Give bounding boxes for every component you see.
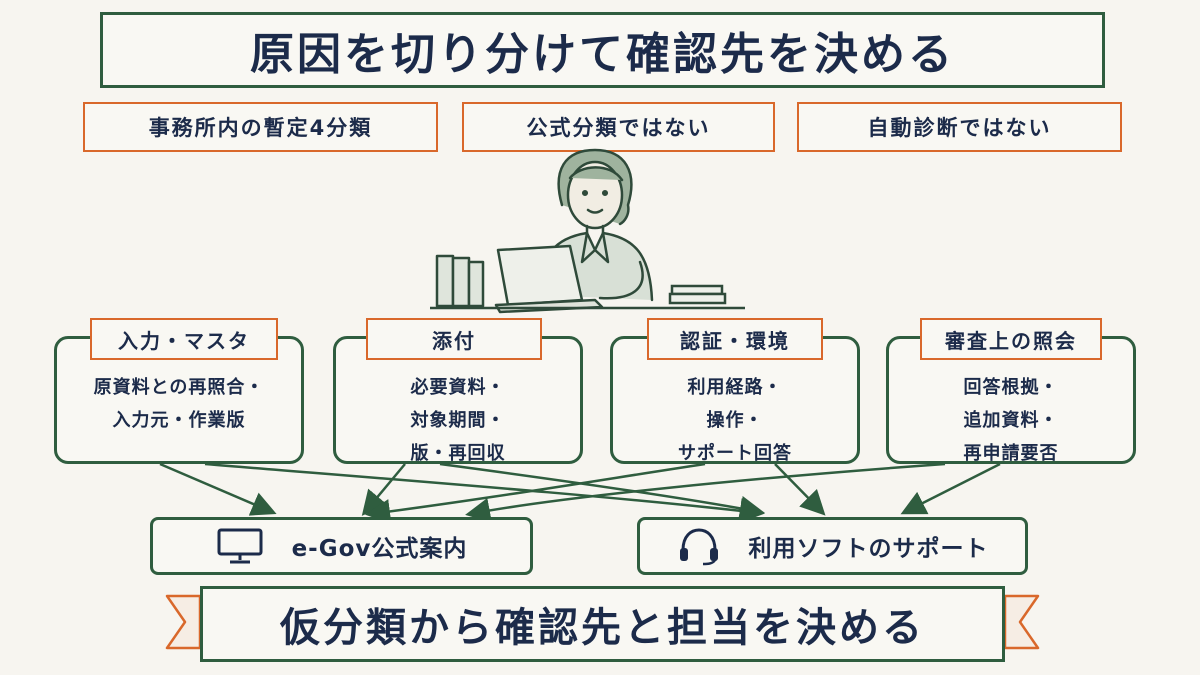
card-line: 版・再回収	[410, 443, 506, 464]
card-line: 利用経路・	[687, 377, 783, 398]
category-tag-attachment: 添付	[366, 318, 542, 360]
page-title: 原因を切り分けて確認先を決める	[100, 12, 1105, 88]
card-line: 追加資料・	[963, 410, 1059, 431]
card-line: 回答根拠・	[963, 377, 1059, 398]
arrow-auth-to-software	[774, 463, 826, 516]
arrow-review-to-software	[900, 462, 1001, 515]
headset-icon	[679, 528, 718, 566]
card-line: 入力元・作業版	[112, 410, 246, 431]
category-tag-auth-environment: 認証・環境	[647, 318, 823, 360]
card-line: 再申請要否	[963, 443, 1059, 464]
arrow-review-to-egov	[465, 462, 946, 523]
monitor-icon	[217, 528, 263, 564]
note-not-official: 公式分類ではない	[462, 102, 775, 152]
note-not-auto-diagnosis: 自動診断ではない	[797, 102, 1122, 152]
category-tag-input-master: 入力・マスタ	[90, 318, 278, 360]
destination-egov: e-Gov公式案内	[150, 517, 533, 575]
card-line: 操作・	[706, 410, 764, 431]
category-tag-review-inquiry: 審査上の照会	[920, 318, 1102, 360]
arrow-attachment-to-software	[439, 462, 765, 521]
arrow-auth-to-egov	[365, 462, 706, 524]
arrow-input-to-software	[204, 462, 765, 524]
destination-egov-label: e-Gov公式案内	[291, 536, 468, 562]
arrow-input-to-egov	[159, 462, 277, 516]
destination-software-support: 利用ソフトのサポート	[637, 517, 1028, 575]
card-line: 必要資料・	[410, 377, 506, 398]
card-line: サポート回答	[678, 443, 792, 464]
note-provisional-classification: 事務所内の暫定4分類	[83, 102, 438, 152]
destination-software-label: 利用ソフトのサポート	[748, 536, 989, 562]
conclusion-banner: 仮分類から確認先と担当を決める	[200, 586, 1005, 662]
card-line: 原資料との再照合・	[93, 377, 265, 398]
card-line: 対象期間・	[410, 410, 506, 431]
